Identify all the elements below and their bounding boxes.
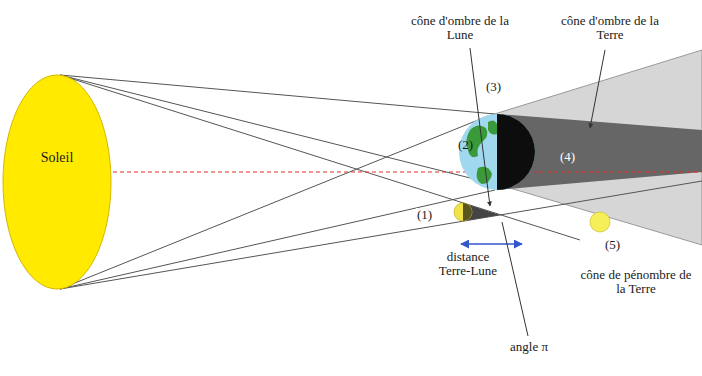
earth-umbra-cone xyxy=(497,114,702,190)
leader-line xyxy=(470,48,490,206)
leader-line xyxy=(502,222,528,336)
moon-dark-side xyxy=(463,203,472,221)
annotation-label: cône d'ombre de la Lune xyxy=(410,14,510,43)
moon-shadow-ray xyxy=(60,75,580,240)
sun-ray xyxy=(60,75,495,114)
sun-ray xyxy=(60,116,488,289)
sun-label: Soleil xyxy=(2,74,112,165)
sun-ray xyxy=(60,190,495,289)
earth-continent xyxy=(488,120,497,134)
sun-outline xyxy=(2,74,112,290)
annotation-label: angle π xyxy=(510,340,548,354)
callout-number: (1) xyxy=(416,208,433,222)
leader-line xyxy=(590,50,605,128)
callout-number: (5) xyxy=(604,238,621,252)
callout-number: (2) xyxy=(458,138,473,152)
sun-disc: Soleil xyxy=(2,74,112,290)
earth-night-side xyxy=(497,114,535,190)
annotation-label: cône d'ombre de la Terre xyxy=(560,14,660,43)
earth-disc xyxy=(459,114,535,190)
annotation-label: distance Terre-Lune xyxy=(430,250,506,279)
callout-number: (4) xyxy=(560,150,575,164)
callout-number: (3) xyxy=(485,80,502,94)
earth-continent xyxy=(477,167,492,184)
moon-position-1 xyxy=(454,203,472,221)
sun-ellipse xyxy=(3,75,111,289)
penumbra-cone xyxy=(488,50,702,245)
moon-position-5 xyxy=(590,212,610,232)
annotation-label: cône de pénombre de la Terre xyxy=(578,268,694,297)
moon-umbra-cone xyxy=(463,203,500,221)
sun-earth-axis xyxy=(57,171,702,172)
sun-ray xyxy=(60,75,510,188)
distance-arrow xyxy=(461,243,522,245)
